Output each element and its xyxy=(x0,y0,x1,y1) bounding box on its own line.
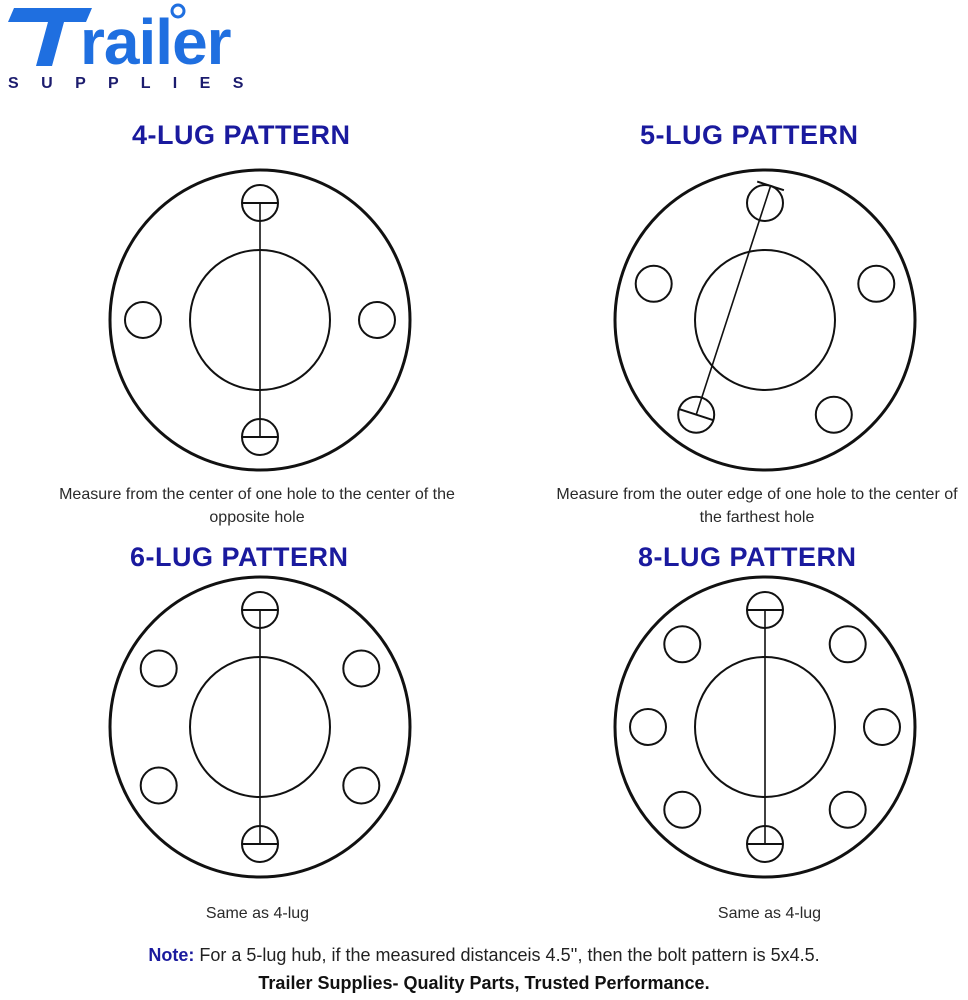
hub-center-bore xyxy=(694,249,836,391)
lug-hole xyxy=(358,301,396,339)
lug-hole xyxy=(629,708,667,746)
lug-hole xyxy=(663,790,702,829)
lug-hole xyxy=(828,625,867,664)
lug-hole xyxy=(814,395,853,434)
lug-hole xyxy=(663,625,702,664)
hub-outer-ring xyxy=(613,575,917,879)
hub-outer-ring xyxy=(108,575,412,879)
pattern-title-8-lug: 8-LUG PATTERN xyxy=(638,542,857,572)
note-line: Note: For a 5-lug hub, if the measured d… xyxy=(0,945,968,966)
logo-wordmark: railer xyxy=(80,6,231,78)
caption-4-lug: Measure from the center of one hole to t… xyxy=(59,486,455,526)
footer-tagline: Trailer Supplies- Quality Parts, Trusted… xyxy=(258,973,710,993)
lug-hole xyxy=(139,766,178,805)
measurement-line xyxy=(695,185,772,415)
caption-8-lug: Same as 4-lug xyxy=(717,905,822,922)
logo-t-mark xyxy=(8,8,92,66)
brand-logo: railer S U P P L I E S xyxy=(0,0,320,100)
trailer-supplies-logo: railer S U P P L I E S xyxy=(8,3,252,92)
lug-hole xyxy=(828,790,867,829)
lug-hole xyxy=(857,264,896,303)
hub-diagram-4-lug xyxy=(108,168,412,472)
note-label: Note: xyxy=(148,945,195,965)
caption-5-lug: Measure from the outer edge of one hole … xyxy=(556,486,958,526)
hub-diagram-8-lug xyxy=(613,575,917,879)
lug-hole xyxy=(863,708,901,746)
hub-diagram-5-lug xyxy=(613,168,917,472)
lug-hole xyxy=(342,649,381,688)
note-text: For a 5-lug hub, if the measured distanc… xyxy=(194,945,820,965)
hub-diagram-6-lug xyxy=(108,575,412,879)
pattern-title-6-lug: 6-LUG PATTERN xyxy=(130,542,349,572)
lug-hole xyxy=(342,766,381,805)
pattern-title-5-lug: 5-LUG PATTERN xyxy=(640,120,859,150)
lug-hole xyxy=(634,264,673,303)
pattern-title-4-lug: 4-LUG PATTERN xyxy=(132,120,351,150)
hub-outer-ring xyxy=(108,168,412,472)
lug-hole xyxy=(124,301,162,339)
logo-dot-icon xyxy=(170,3,186,19)
lug-hole xyxy=(139,649,178,688)
lug-hole xyxy=(677,395,716,434)
logo-tagline: S U P P L I E S xyxy=(8,75,252,92)
hub-outer-ring xyxy=(613,168,917,472)
caption-6-lug: Same as 4-lug xyxy=(205,905,310,922)
